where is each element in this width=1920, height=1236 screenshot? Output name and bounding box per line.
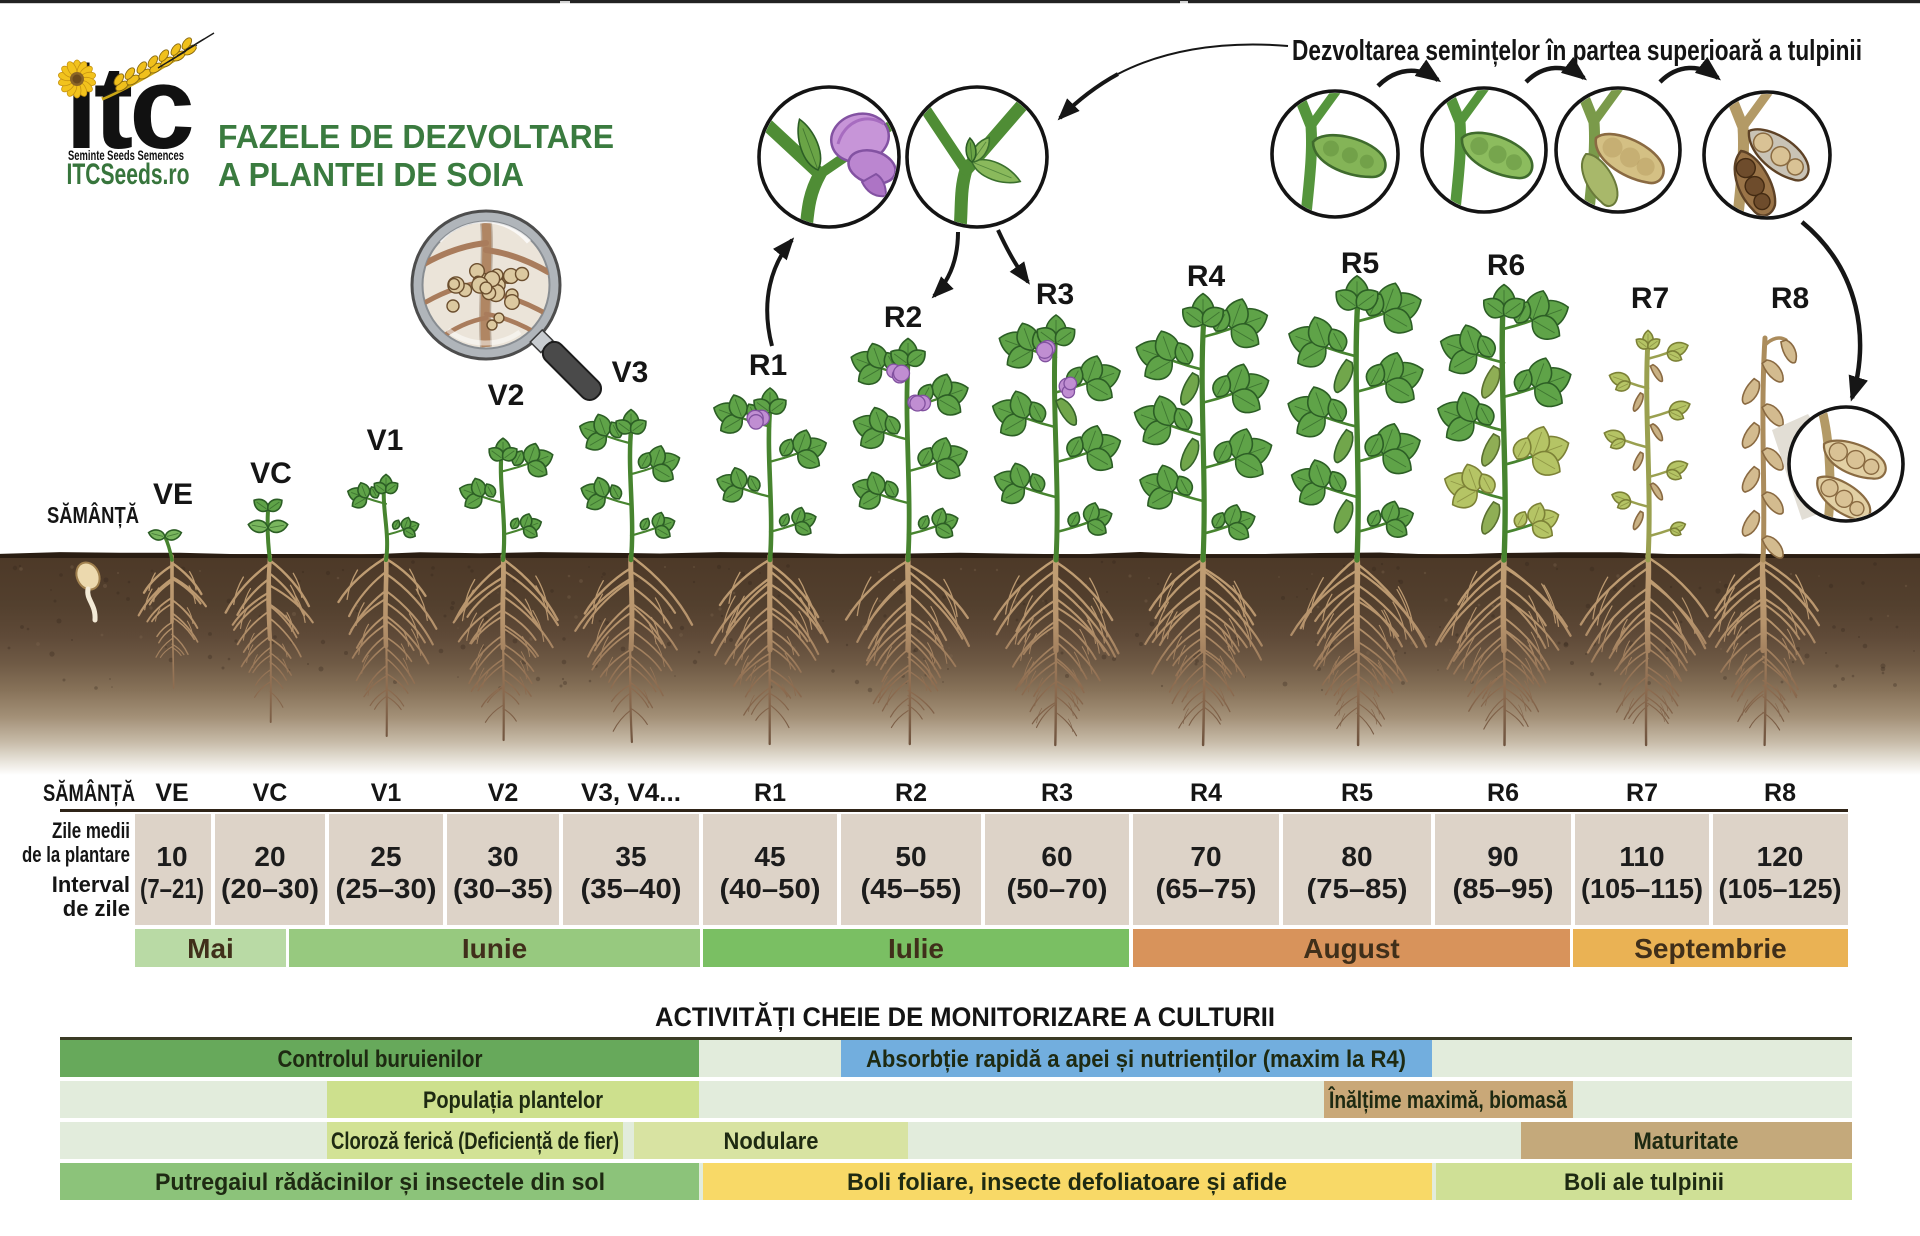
svg-text:110: 110 [1619,841,1664,872]
svg-text:August: August [1303,933,1399,964]
svg-text:ITCSeeds.ro: ITCSeeds.ro [67,158,190,191]
svg-text:(7–21): (7–21) [140,873,204,904]
svg-text:VE: VE [153,478,193,511]
svg-text:FAZELE DE DEZVOLTARE: FAZELE DE DEZVOLTARE [218,118,614,155]
svg-text:R4: R4 [1187,260,1226,293]
svg-text:Populația plantelor: Populația plantelor [423,1087,603,1114]
svg-text:(105–125): (105–125) [1719,873,1842,904]
svg-text:(75–85): (75–85) [1307,873,1408,904]
svg-text:R5: R5 [1341,247,1379,280]
svg-text:Interval: Interval [52,872,130,897]
svg-text:(85–95): (85–95) [1453,873,1554,904]
svg-text:SĂMÂNȚĂ: SĂMÂNȚĂ [43,779,135,807]
svg-text:(65–75): (65–75) [1156,873,1257,904]
svg-text:(40–50): (40–50) [720,873,821,904]
svg-text:20: 20 [254,841,285,872]
svg-text:(45–55): (45–55) [861,873,962,904]
svg-text:90: 90 [1487,841,1518,872]
svg-text:R4: R4 [1190,779,1222,807]
svg-text:Iulie: Iulie [888,933,944,964]
svg-text:70: 70 [1190,841,1221,872]
svg-text:R8: R8 [1771,282,1809,315]
svg-text:R6: R6 [1487,249,1525,282]
svg-text:Mai: Mai [187,933,234,964]
svg-text:Boli ale tulpinii: Boli ale tulpinii [1564,1169,1724,1196]
svg-text:de la plantare: de la plantare [22,842,130,867]
svg-text:(50–70): (50–70) [1007,873,1108,904]
svg-text:60: 60 [1041,841,1072,872]
svg-text:(30–35): (30–35) [453,873,553,904]
svg-text:Nodulare: Nodulare [724,1128,819,1155]
svg-text:Înălțime maximă, biomasă: Înălțime maximă, biomasă [1328,1086,1567,1114]
svg-text:120: 120 [1757,841,1804,872]
svg-text:Seminte Seeds Semences: Seminte Seeds Semences [68,148,184,163]
svg-text:30: 30 [487,841,518,872]
svg-text:R7: R7 [1631,282,1669,315]
svg-text:VE: VE [155,779,188,807]
svg-text:25: 25 [370,841,401,872]
svg-text:de zile: de zile [63,896,130,921]
svg-text:SĂMÂNȚĂ: SĂMÂNȚĂ [47,501,139,528]
svg-text:V3: V3 [612,356,649,389]
svg-text:45: 45 [754,841,785,872]
svg-text:ACTIVITĂȚI CHEIE DE MONITORIZA: ACTIVITĂȚI CHEIE DE MONITORIZARE A CULTU… [655,1001,1275,1032]
svg-text:V2: V2 [488,779,519,807]
svg-text:R3: R3 [1041,779,1073,807]
svg-text:80: 80 [1341,841,1372,872]
svg-text:V3, V4...: V3, V4... [581,779,681,807]
svg-text:R3: R3 [1036,278,1074,311]
svg-text:(20–30): (20–30) [221,873,319,904]
svg-text:Septembrie: Septembrie [1634,933,1787,964]
svg-text:A PLANTEI DE SOIA: A PLANTEI DE SOIA [218,156,524,193]
svg-text:10: 10 [156,841,187,872]
svg-text:Dezvoltarea semințelor în part: Dezvoltarea semințelor în partea superio… [1292,35,1862,67]
svg-text:Boli foliare, insecte defoliat: Boli foliare, insecte defoliatoare și af… [847,1169,1287,1196]
svg-text:V1: V1 [371,779,402,807]
svg-text:Absorbție rapidă a apei și nut: Absorbție rapidă a apei și nutrienților … [866,1046,1406,1073]
svg-text:Controlul buruienilor: Controlul buruienilor [278,1046,483,1073]
svg-text:Zile medii: Zile medii [52,818,130,843]
svg-text:Iunie: Iunie [462,933,527,964]
svg-text:V1: V1 [367,424,404,457]
svg-text:Cloroză ferică (Deficiență de: Cloroză ferică (Deficiență de fier) [331,1128,619,1155]
svg-text:(35–40): (35–40) [581,873,682,904]
svg-text:Maturitate: Maturitate [1634,1128,1739,1155]
svg-text:VC: VC [253,779,288,807]
svg-text:(105–115): (105–115) [1581,873,1703,904]
svg-text:50: 50 [895,841,926,872]
svg-text:R1: R1 [754,779,786,807]
svg-text:R5: R5 [1341,779,1373,807]
svg-text:R8: R8 [1764,779,1796,807]
svg-text:R7: R7 [1626,779,1658,807]
svg-text:R2: R2 [895,779,927,807]
svg-text:R2: R2 [884,301,922,334]
svg-text:(25–30): (25–30) [336,873,437,904]
svg-text:35: 35 [615,841,646,872]
svg-text:V2: V2 [488,379,525,412]
svg-text:R6: R6 [1487,779,1519,807]
svg-text:R1: R1 [749,349,787,382]
svg-text:VC: VC [250,457,292,490]
svg-text:Putregaiul rădăcinilor și inse: Putregaiul rădăcinilor și insectele din … [155,1169,605,1196]
